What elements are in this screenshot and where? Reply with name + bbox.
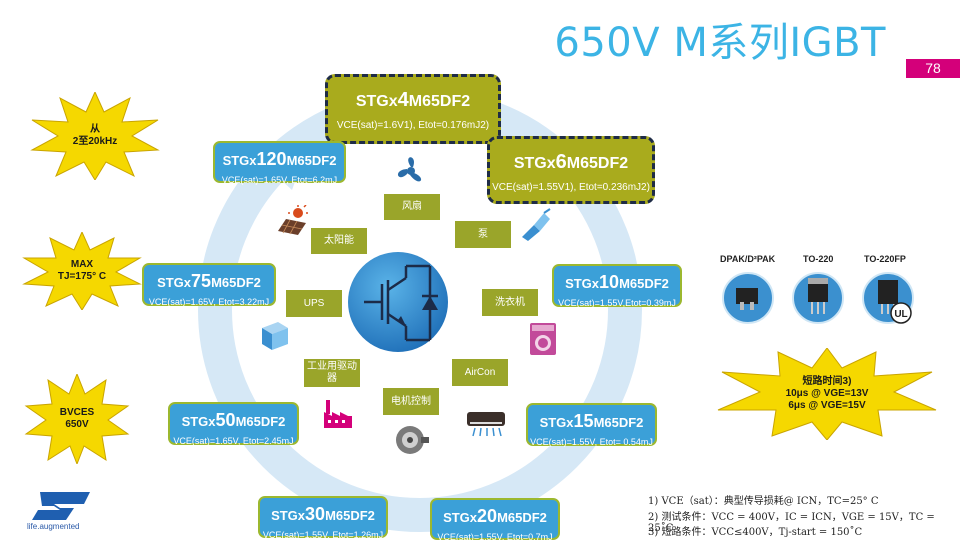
app-industrial: 工业用驱动器	[304, 359, 360, 387]
app-motor: 电机控制	[383, 388, 439, 415]
igbt-symbol-icon	[348, 252, 448, 352]
burst-freq-icon	[30, 92, 160, 180]
motor-icon	[396, 426, 429, 454]
app-aircon: AirCon	[452, 359, 508, 386]
product-box-20a: STGx20M65DF2 VCE(sat)=1.55V, Etot=0.7mJ	[430, 498, 560, 542]
footnote-2: 2) 测试条件：VCC = 400V，IC = ICN，VGE = 15V，TC…	[648, 512, 935, 534]
package-label-dpak: DPAK/D²PAK	[720, 254, 776, 264]
product-box-15a: STGx15M65DF2 VCE(sat)=1.55V, Etot= 0.54m…	[526, 403, 657, 447]
app-ups: UPS	[286, 290, 342, 317]
aircon-icon	[467, 412, 505, 437]
product-box-120a: STGx120M65DF2 VCE(sat)=1.65V, Etot=6.2mJ	[213, 141, 346, 185]
package-label-to220fp: TO-220FP	[864, 254, 906, 264]
svg-text:UL: UL	[894, 309, 907, 320]
package-label-to220: TO-220	[803, 254, 834, 264]
footnote-3: 3) 短路条件：VCC≤400V，Tj-start = 150˚C	[648, 527, 863, 538]
logo-tagline: life.augmented	[27, 522, 80, 531]
product-box-50a: STGx50M65DF2 VCE(sat)=1.65V, Etot=2.45mJ	[168, 402, 299, 446]
app-fan: 风扇	[384, 194, 440, 220]
slide-title: 650V M系列IGBT	[554, 20, 886, 66]
fan-icon	[397, 157, 422, 182]
product-box-4a: STGx4M65DF2 VCE(sat)=1.6V1), Etot=0.176m…	[325, 74, 501, 144]
app-solar: 太阳能	[311, 228, 367, 254]
app-pump: 泵	[455, 221, 511, 248]
footnote-1: 1) VCE（sat）：典型传导损耗@ ICN，TC=25° C	[648, 496, 879, 507]
product-box-10a: STGx10M65DF2 VCE(sat)=1.55V,Etot=0.39mJ	[552, 264, 682, 308]
page-number: 78	[906, 59, 960, 78]
package-to220-icon	[792, 272, 844, 324]
app-washer: 洗衣机	[482, 289, 538, 316]
package-dpak-icon	[722, 272, 774, 324]
product-box-30a: STGx30M65DF2 VCE(sat)=1.55V, Etot=1.26mJ	[258, 496, 388, 540]
pump-icon	[522, 208, 551, 241]
product-box-6a: STGx6M65DF2 VCE(sat)=1.55V1), Etot=0.236…	[487, 136, 655, 204]
product-box-75a: STGx75M65DF2 VCE(sat)=1.65V, Etot=3.22mJ	[142, 263, 276, 307]
ul-mark-icon: UL	[890, 302, 912, 324]
burst-temp-icon	[22, 232, 142, 310]
factory-icon	[324, 400, 352, 428]
solar-icon	[278, 205, 308, 235]
washer-icon	[530, 323, 556, 355]
ups-icon	[262, 322, 288, 350]
burst-bv-icon	[24, 374, 130, 464]
burst-short-icon	[717, 348, 937, 440]
st-logo-icon	[32, 492, 90, 520]
